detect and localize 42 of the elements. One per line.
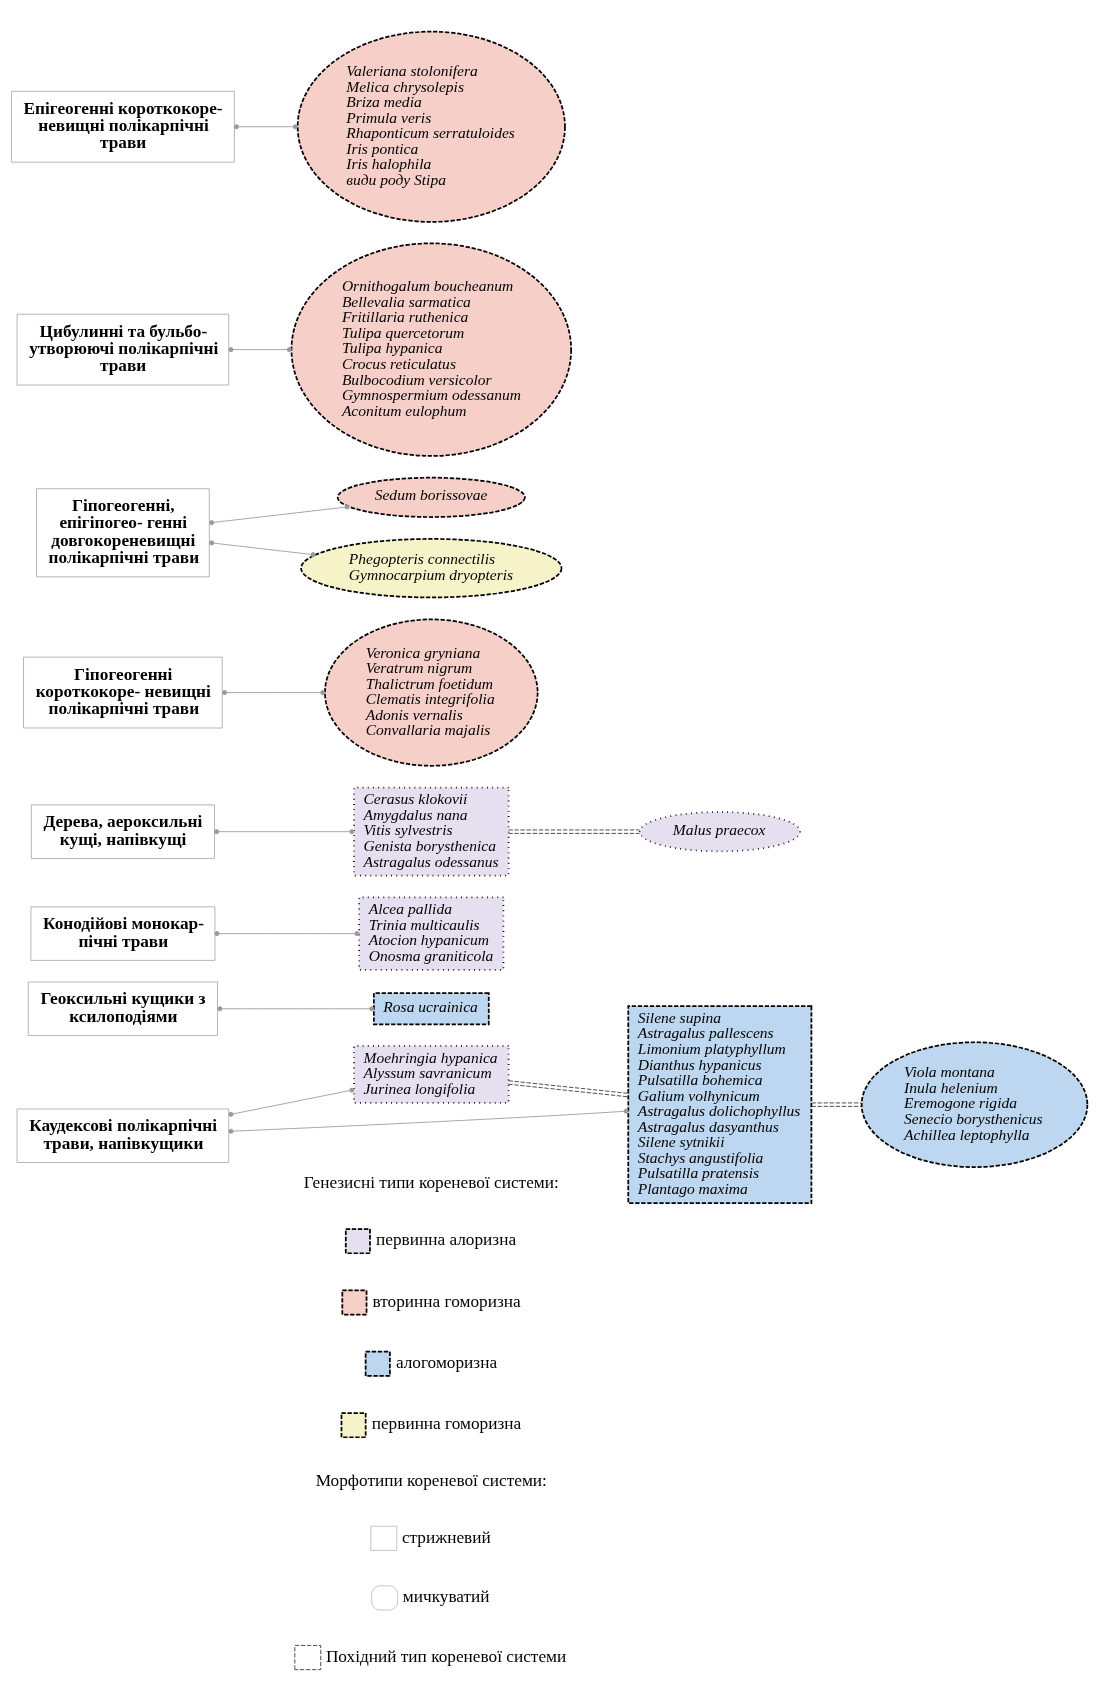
node-box: Гіпогеогенні короткокоре- невищні полікарпічні трави — [23, 656, 223, 729]
connector — [508, 829, 641, 834]
legend-label: первинна гоморизна — [371, 1414, 522, 1434]
legend-label: алогоморизна — [395, 1353, 498, 1373]
node-box: Rosa ucrainica — [373, 992, 490, 1026]
legend-label: мичкуватий — [402, 1587, 490, 1607]
legend-label: стрижневий — [401, 1527, 491, 1547]
connector — [234, 124, 298, 130]
connector — [508, 1080, 629, 1098]
node-box: Гіпогеогенні, епігіпогео- генні довгокореневищні полікарпічні трави — [36, 488, 210, 578]
connector — [228, 1087, 355, 1117]
node-box: Alcea pallida Trinia multicaulis Atocion hypanicum Onosma graniticola — [358, 896, 505, 971]
node-ellipse: Viola montana Inula helenium Eremogone rigida Senecio borysthenicus Achillea leptophylla — [860, 1041, 1089, 1168]
node-ellipse: Veronica gryniana Veratrum nigrum Thalictrum foetidum Clematis integrifolia Adonis vernalis Convallaria majalis — [324, 618, 539, 767]
node-box: Каудексові полікарпічні трави, напівкущики — [16, 1108, 230, 1163]
connector — [222, 690, 326, 696]
label: Генезисні типи кореневої системи: — [303, 1173, 559, 1193]
node-ellipse: Malus praecox — [638, 811, 801, 853]
connector — [214, 931, 360, 937]
node-box: Конодійові монокар- пічні трави — [30, 906, 216, 961]
node-box: Геоксильні кущики з ксилоподіями — [27, 981, 218, 1036]
node-box: Цибулинні та бульбо- утворюючі полікарпічні трави — [16, 313, 230, 386]
connector — [214, 829, 355, 835]
connector — [228, 347, 292, 353]
node-ellipse: Phegopteris connectilis Gymnocarpium dryopteris — [300, 538, 563, 599]
node-box: Дерева, аероксильні кущі, напівкущі — [30, 804, 215, 859]
node-box: Епігеогенні короткокоре- невищні полікарпічні трави — [11, 90, 235, 163]
label: Морфотипи кореневої системи: — [315, 1471, 547, 1491]
connector — [228, 1108, 629, 1134]
node-box: Cerasus klokovii Amygdalus nana Vitis sylvestris Genista borysthenica Astragalus odessanus — [353, 786, 510, 877]
connector — [217, 1006, 375, 1012]
node-ellipse: Sedum borissovae — [336, 476, 526, 518]
legend-label: Похідний тип кореневої системи — [325, 1646, 567, 1666]
connector — [209, 540, 316, 558]
connector — [811, 1102, 862, 1107]
connector — [209, 504, 350, 526]
legend-label: первинна алоризна — [376, 1230, 517, 1250]
node-ellipse: Valeriana stolonifera Melica chrysolepis Briza media Primula veris Rhaponticum serratuloides Iris pontica Iris halophila види роду Stipa — [296, 30, 566, 223]
node-box: Moehringia hypanica Alyssum savranicum Jurinea longifolia — [353, 1045, 510, 1104]
node-ellipse: Ornithogalum boucheanum Bellevalia sarmatica Fritillaria ruthenica Tulipa quercetorum Tulipa hypanica Crocus reticulatus Bulbocodium versicolor Gymnospermium odessanum Aconitum eulophum — [290, 242, 572, 457]
node-box: Silene supina Astragalus pallescens Limonium platyphyllum Dianthus hypanicus Pulsatilla bohemica Galium volhynicum Astragalus dolichophyllus Astragalus dasyanthus Silene sytnikii Stachys angustifolia Pulsatilla pratensis Plantago maxima — [627, 1005, 813, 1204]
legend-label: вторинна гоморизна — [372, 1291, 521, 1311]
